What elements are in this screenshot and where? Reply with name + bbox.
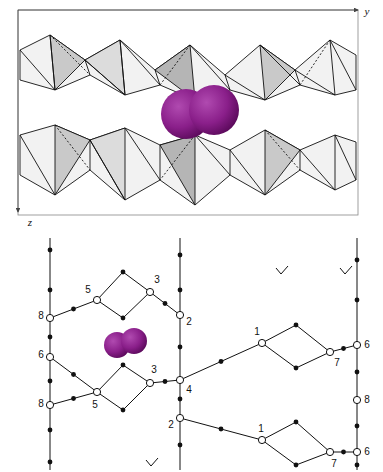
site-number: 4 (185, 385, 193, 395)
site-number: 7 (333, 358, 341, 368)
unit-cell (18, 10, 358, 215)
site-number: 1 (253, 327, 261, 337)
iodine-molecule (161, 85, 239, 139)
silicon-sites (46, 288, 360, 455)
site-number: 2 (167, 420, 175, 430)
axis-label: z (27, 217, 33, 228)
site-number: 3 (153, 275, 161, 285)
network-bonds (50, 238, 357, 470)
site-number: 6 (37, 350, 45, 360)
site-number: 6 (363, 340, 371, 350)
site-number: 8 (37, 399, 45, 409)
site-number: 3 (150, 365, 158, 375)
site-number: 5 (84, 285, 92, 295)
site-number: 8 (37, 311, 45, 321)
iodine-molecule (104, 328, 147, 358)
axis-label: y (364, 6, 371, 17)
site-number: 2 (185, 317, 193, 327)
site-number: 7 (330, 459, 338, 469)
oxygen-dots (48, 248, 360, 468)
site-number: 8 (363, 395, 371, 405)
site-number: 1 (257, 424, 265, 434)
site-number: 5 (91, 400, 99, 410)
site-number: 6 (363, 447, 371, 457)
